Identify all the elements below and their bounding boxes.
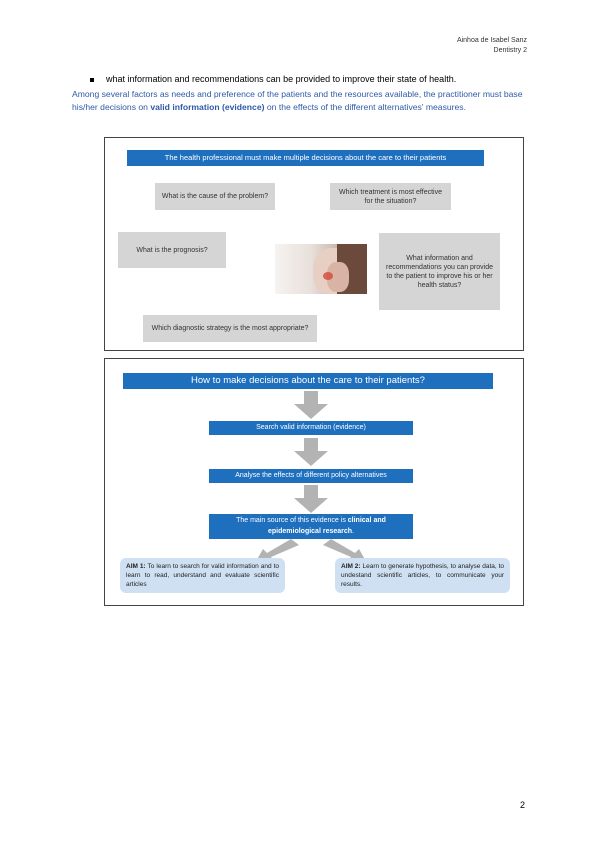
decisions-figure: The health professional must make multip… — [104, 137, 524, 351]
down-arrow-icon — [294, 485, 328, 513]
aim-1-box: AIM 1: To learn to search for valid info… — [120, 558, 285, 593]
step3-bold: clinical and epidemiological research — [268, 517, 386, 535]
question-prognosis: What is the prognosis? — [118, 232, 226, 268]
aim1-text: To learn to search for valid information… — [126, 563, 280, 588]
question-treatment: Which treatment is most effective for th… — [330, 183, 451, 210]
step-source: The main source of this evidence is clin… — [209, 514, 413, 539]
decision-flow-figure: How to make decisions about the care to … — [104, 358, 524, 606]
down-arrow-icon — [294, 391, 328, 419]
question-diagnostic: Which diagnostic strategy is the most ap… — [143, 315, 317, 342]
step3-text-2: . — [352, 528, 354, 535]
question-cause: What is the cause of the problem? — [155, 183, 275, 210]
para-text-1: Among several factors as needs and prefe… — [72, 89, 523, 112]
diagonal-arrow-right-icon — [323, 539, 367, 563]
decisions-banner: The health professional must make multip… — [127, 150, 484, 166]
step-analyse: Analyse the effects of different policy … — [209, 469, 413, 483]
para-bold: valid information (evidence) — [150, 102, 265, 112]
body-paragraph: Among several factors as needs and prefe… — [72, 88, 527, 114]
aim-2-box: AIM 2: Learn to generate hypothesis, to … — [335, 558, 510, 593]
bullet-text: what information and recommendations can… — [106, 74, 457, 84]
page-header: Ainhoa de Isabel Sanz Dentistry 2 — [457, 36, 527, 56]
header-course: Dentistry 2 — [493, 47, 527, 54]
question-information: What information and recommendations you… — [379, 233, 500, 310]
toothache-photo — [275, 244, 367, 294]
aim1-label: AIM 1: — [126, 563, 146, 570]
bullet-icon — [90, 77, 94, 82]
bullet-item: what information and recommendations can… — [90, 74, 456, 84]
flow-banner: How to make decisions about the care to … — [123, 373, 493, 389]
page-number: 2 — [520, 800, 526, 810]
step3-text-1: The main source of this evidence is — [236, 517, 348, 524]
step-search: Search valid information (evidence) — [209, 421, 413, 435]
para-text-2: on the effects of the different alternat… — [264, 102, 466, 112]
header-author: Ainhoa de Isabel Sanz — [456, 37, 527, 44]
aim2-label: AIM 2: — [341, 563, 361, 570]
down-arrow-icon — [294, 438, 328, 466]
diagonal-arrow-left-icon — [255, 539, 299, 563]
aim2-text: Learn to generate hypothesis, to analyse… — [341, 563, 504, 588]
